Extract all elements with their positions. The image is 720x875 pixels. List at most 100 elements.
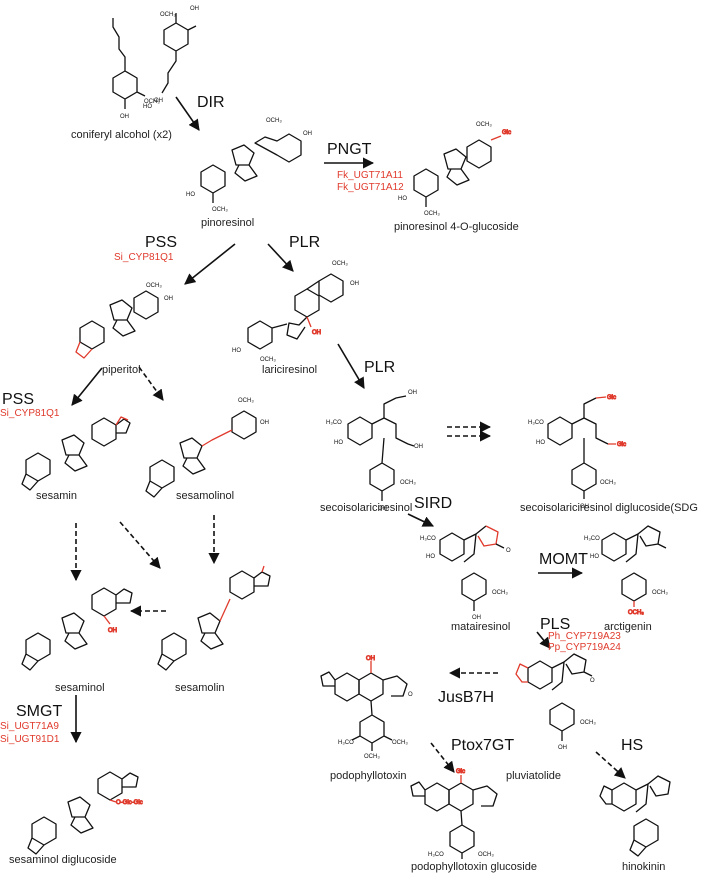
atom-label-h3co: H₃CO [326, 420, 342, 426]
enzyme-pngt: PNGT [327, 141, 372, 158]
atom-label-ho: HO [186, 192, 195, 198]
atom-label-och3: OCH₃ [266, 118, 282, 124]
matairesinol-structure: H₃CO HO O OCH₃ OH [420, 525, 511, 621]
arrow-pss-to-piperitol [184, 243, 236, 285]
atom-label-och3: OCH₃ [260, 357, 276, 363]
atom-label-ho: HO [426, 554, 435, 560]
atom-label-oh: OH [408, 390, 417, 396]
atom-label-och3: OCH₃ [628, 610, 644, 616]
atom-label-och3: OCH₃ [146, 283, 162, 289]
compound-sesamolin: sesamolin [175, 682, 225, 694]
atom-label-oh: OH [303, 131, 312, 137]
atom-label-oh: OH [472, 615, 481, 621]
atom-label-o: O [408, 692, 413, 698]
arrow-plr-to-lariciresinol [267, 243, 294, 272]
compound-pinoresinol-glucoside: pinoresinol 4-O-glucoside [394, 221, 519, 233]
atom-label-ho: HO [398, 196, 407, 202]
atom-label-oh: OH [312, 330, 321, 336]
enzyme-smgt: SMGT [16, 703, 63, 720]
atom-label-och3: OCH₃ [652, 590, 668, 596]
atom-label-glucose: Glc [617, 442, 626, 448]
gene-si-ugt91d1: Si_UGT91D1 [0, 734, 60, 745]
enzyme-plr: PLR [364, 359, 396, 376]
lariciresinol-structure: OCH₃ OH OH HO OCH₃ [232, 261, 359, 363]
sesamolinol-structure: OCH₃ OH [145, 398, 269, 498]
secoisolariciresinol-structure: H₃CO HO OH OH OCH₃ OH [326, 390, 423, 512]
atom-label-och3: OCH₃ [392, 740, 408, 746]
atom-label-och3: OCH₃ [332, 261, 348, 267]
atom-label-ho: HO [334, 440, 343, 446]
arrow-hs [595, 751, 626, 779]
sesaminol-structure: OH [21, 587, 133, 671]
atom-label-oh: OH [120, 114, 129, 120]
compound-sesaminol: sesaminol [55, 682, 105, 694]
compound-pluviatolide: pluviatolide [506, 770, 562, 782]
enzyme-pss: PSS [145, 234, 178, 251]
arrow-ptox7gt [430, 742, 455, 773]
gene-pp-cyp719a24: Pp_CYP719A24 [548, 642, 621, 653]
gene-si-ugt71a9: Si_UGT71A9 [0, 721, 59, 732]
enzyme-dir: DIR [197, 94, 225, 111]
atom-label-och3: OCH₃ [212, 207, 228, 213]
compound-podophyllotoxin-glucoside: podophyllotoxin glucoside [411, 861, 537, 873]
atom-label-oh: OH [190, 6, 199, 12]
enzyme-ptox7gt: Ptox7GT [451, 737, 515, 754]
pinoresinol-structure: OCH₃ OH HO OCH₃ [186, 118, 312, 213]
gene-si-cyp81q1: Si_CYP81Q1 [114, 252, 174, 263]
compound-podophyllotoxin: podophyllotoxin [330, 770, 407, 782]
enzyme-plr: PLR [289, 234, 321, 251]
arrow-dir [175, 96, 200, 131]
atom-label-och3: OCH₃ [478, 852, 494, 858]
atom-label-h3co: H₃CO [584, 536, 600, 542]
arrow-plr-to-secoisolariciresinol [337, 343, 365, 389]
atom-label-o-glc-glc: O-Glc-Glc [116, 800, 143, 806]
compound-sdg: secoisolariciresinol diglucoside(SDG [520, 502, 698, 514]
atom-label-h3co: H₃CO [338, 740, 354, 746]
atom-label-och3: OCH₃ [600, 480, 616, 486]
compound-pinoresinol: pinoresinol [201, 217, 255, 229]
compound-sesamin: sesamin [36, 490, 77, 502]
compound-hinokinin: hinokinin [622, 861, 666, 873]
gene-si-cyp81q1: Si_CYP81Q1 [0, 408, 60, 419]
atom-label-och3: OCH₃ [364, 754, 380, 760]
arrow-piperitol-to-sesamolinol [138, 366, 164, 401]
enzyme-pls: PLS [540, 616, 571, 633]
hinokinin-structure [599, 775, 671, 857]
compound-secoisolariciresinol: secoisolariciresinol [320, 502, 413, 514]
atom-label-h3co: H₃CO [420, 536, 436, 542]
reaction-arrows [70, 96, 626, 779]
atom-label-oh: OH [366, 656, 375, 662]
arrow-pss-to-sesamin [71, 367, 103, 406]
sesamin-structure [21, 416, 131, 491]
atom-label-o: O [506, 548, 511, 554]
enzyme-pss: PSS [2, 391, 35, 408]
atom-label-ho: HO [232, 348, 241, 354]
compound-arctigenin: arctigenin [604, 621, 652, 633]
atom-label-och3: OCH₃ [580, 720, 596, 726]
atom-label-glucose: Glc [502, 130, 511, 136]
atom-label-glucose: Glc [607, 395, 616, 401]
atom-label-ho: HO [143, 104, 152, 110]
sesaminol-diglucoside-structure: O-Glc-Glc [27, 771, 143, 855]
gene-fk-ugt71a11: Fk_UGT71A11 [337, 170, 403, 181]
compound-sesamolinol: sesamolinol [176, 490, 235, 502]
atom-label-ho: HO [536, 440, 545, 446]
atom-label-ho: HO [590, 554, 599, 560]
compound-lariciresinol: lariciresinol [262, 364, 318, 376]
enzyme-hs: HS [621, 737, 644, 754]
atom-label-och3: OCH₃ [238, 398, 254, 404]
arrow-pls [536, 631, 551, 649]
atom-label-oh: OH [154, 98, 163, 104]
atom-label-och3: OCH₃ [476, 122, 492, 128]
enzyme-sird: SIRD [414, 495, 453, 512]
atom-label-och3: OCH₃ [400, 480, 416, 486]
atom-label-h3co: H₃CO [428, 852, 444, 858]
atom-label-oh: OH [108, 628, 117, 634]
compound-sesaminol-diglucoside: sesaminol diglucoside [9, 854, 117, 866]
atom-label-oh: OH [260, 420, 269, 426]
podophyllotoxin-glucoside-structure: Glc H₃CO OCH₃ [410, 769, 498, 859]
atom-label-och3: OCH₃ [492, 590, 508, 596]
atom-label-oh: OH [414, 444, 423, 450]
